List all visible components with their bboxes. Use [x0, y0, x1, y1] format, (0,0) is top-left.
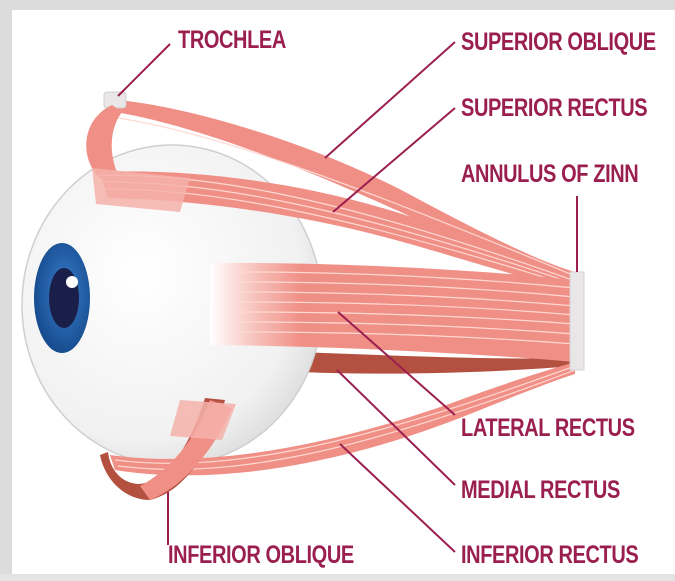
label-inferior-rectus: INFERIOR RECTUS — [461, 541, 638, 569]
label-superior-rectus: SUPERIOR RECTUS — [461, 94, 647, 122]
inferior-rectus-leader — [340, 444, 455, 552]
label-lateral-rectus: LATERAL RECTUS — [461, 414, 635, 442]
trochlea-pulley — [104, 92, 126, 108]
medial-rectus-leader — [337, 370, 455, 485]
label-trochlea: TROCHLEA — [178, 26, 286, 54]
label-inferior-oblique: INFERIOR OBLIQUE — [168, 541, 354, 569]
annulus-of-zinn — [570, 272, 584, 370]
label-superior-oblique: SUPERIOR OBLIQUE — [461, 28, 656, 56]
superior-oblique-leader — [325, 42, 455, 158]
pupil-highlight — [66, 276, 78, 288]
label-medial-rectus: MEDIAL RECTUS — [461, 476, 620, 504]
trochlea-leader — [118, 44, 170, 96]
label-annulus-of-zinn: ANNULUS OF ZINN — [461, 160, 638, 188]
